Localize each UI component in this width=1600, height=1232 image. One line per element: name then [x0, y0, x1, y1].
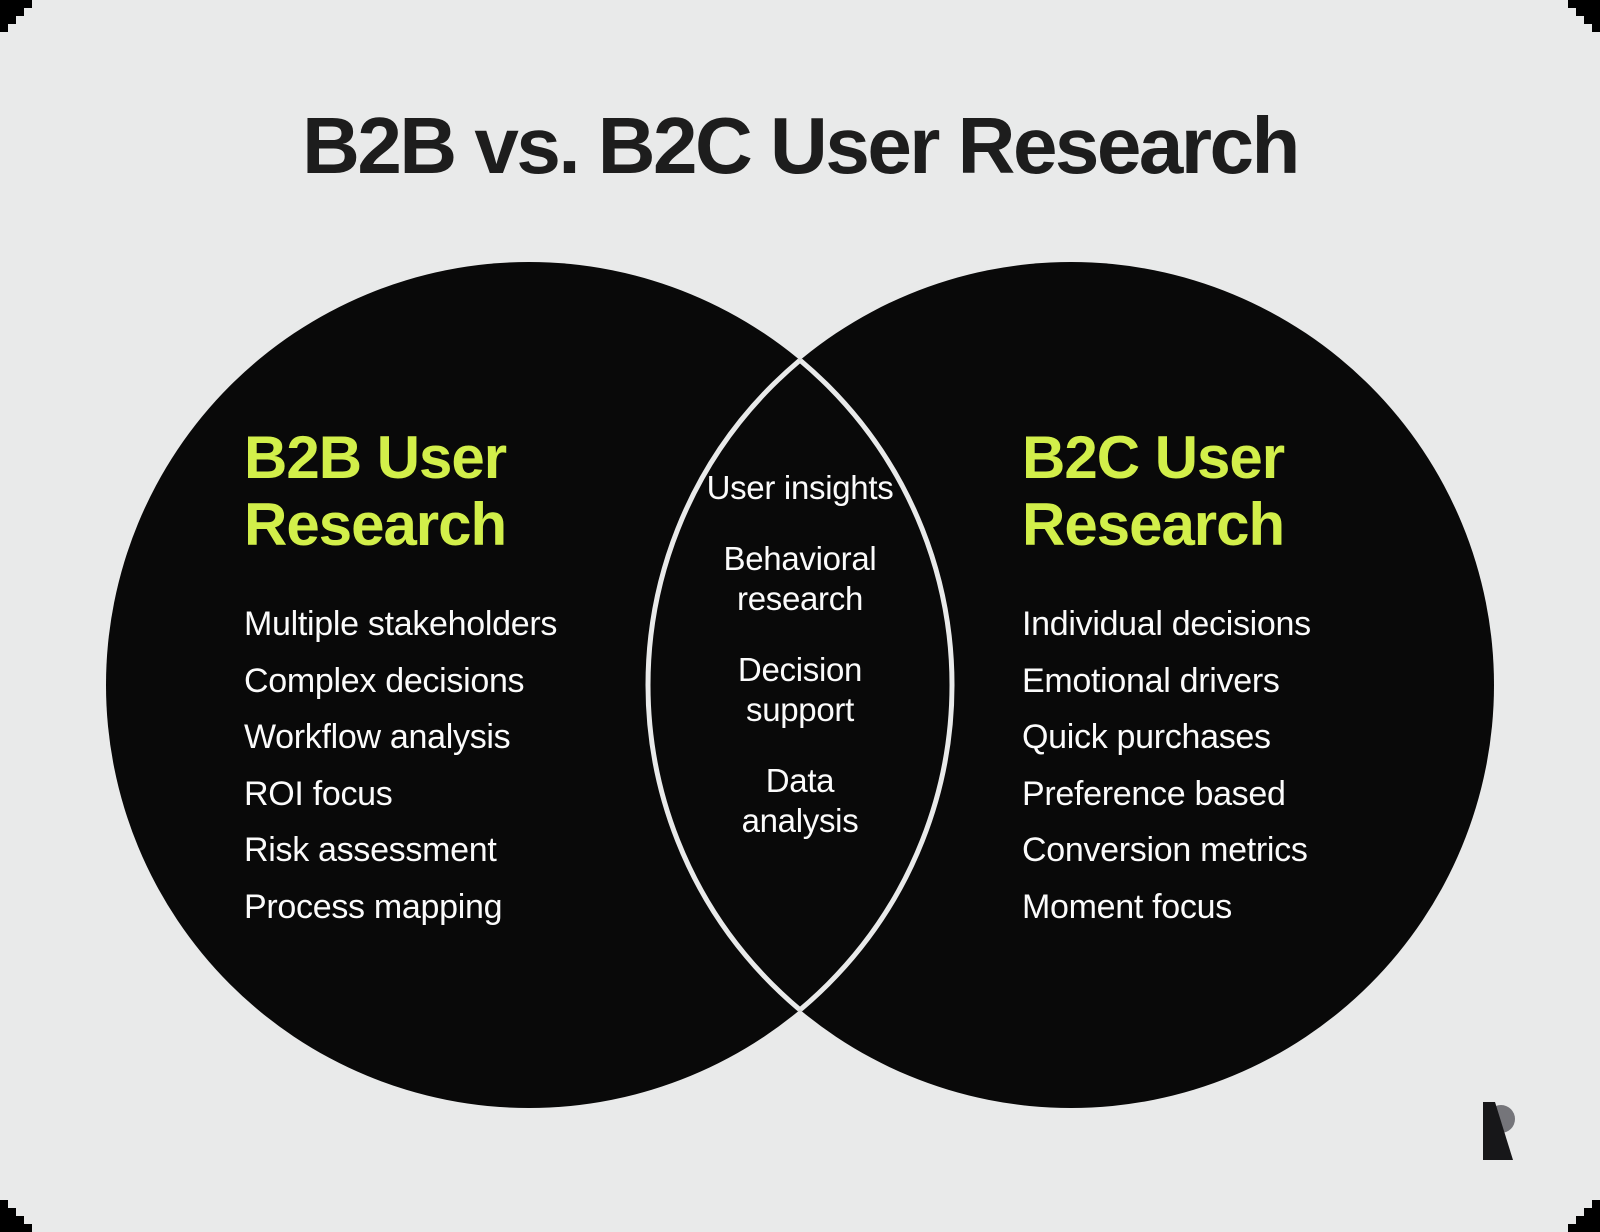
corner-notch-bottom-right [1568, 1200, 1600, 1232]
left-circle-heading: B2B User Research [244, 424, 507, 559]
right-circle-item: Emotional drivers [1022, 661, 1280, 700]
overlap-item: User insights [706, 469, 894, 506]
right-circle-list: Individual decisions Emotional drivers Q… [1022, 596, 1311, 935]
logo-stem-shape [1483, 1102, 1513, 1160]
right-circle-item: Individual decisions [1022, 605, 1311, 643]
right-circle-heading: B2C User Research [1022, 424, 1285, 559]
right-circle-shape [648, 262, 1494, 1108]
left-circle-item: Process mapping [244, 887, 503, 926]
overlap-outline-left-arc [648, 262, 955, 1108]
corner-notch-top-left [0, 0, 32, 32]
overlap-item: Decision support [737, 651, 863, 728]
overlap-list: User insights Behavioral research Decisi… [705, 468, 895, 872]
left-circle-item: ROI focus [244, 774, 393, 813]
overlap-outline-right-arc [645, 262, 952, 1108]
page-title: B2B vs. B2C User Research [302, 101, 1300, 190]
brand-logo-r-mark [1483, 1102, 1515, 1160]
right-circle-item: Conversion metrics [1022, 831, 1308, 869]
right-circle-item: Preference based [1022, 774, 1286, 813]
left-circle-item: Risk assessment [244, 831, 497, 869]
overlap-item: Behavioral research [723, 540, 877, 617]
corner-notch-bottom-left [0, 1200, 32, 1232]
overlap-item: Data analysis [741, 762, 859, 839]
right-circle-item: Moment focus [1022, 887, 1232, 926]
right-circle-item: Quick purchases [1022, 718, 1271, 756]
left-circle-list: Multiple stakeholders Complex decisions … [244, 596, 557, 935]
corner-notch-top-right [1568, 0, 1600, 32]
left-circle-item: Multiple stakeholders [244, 605, 558, 643]
left-circle-item: Workflow analysis [244, 718, 511, 756]
left-circle-item: Complex decisions [244, 661, 525, 700]
